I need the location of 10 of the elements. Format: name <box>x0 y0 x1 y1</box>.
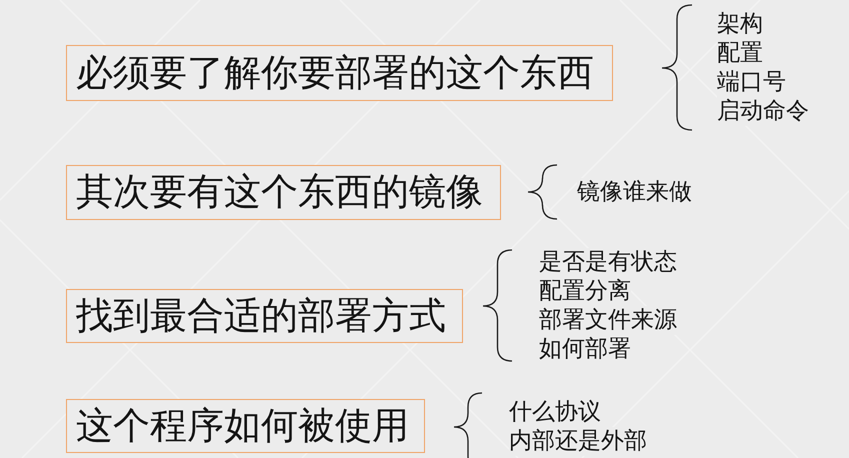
note-text: 内部还是外部 <box>509 427 647 456</box>
note-text: 是否是有状态 <box>539 248 677 278</box>
text-box: 其次要有这个东西的镜像 <box>66 165 501 220</box>
note-text: 架构 <box>717 10 763 40</box>
note-text: 端口号 <box>717 68 786 97</box>
text-box: 找到最合适的部署方式 <box>66 289 463 343</box>
note-text: 部署文件来源 <box>539 306 677 335</box>
text-box: 这个程序如何被使用 <box>66 399 425 453</box>
note-text: 启动命令 <box>717 96 809 126</box>
text-box: 必须要了解你要部署的这个东西 <box>66 45 613 101</box>
